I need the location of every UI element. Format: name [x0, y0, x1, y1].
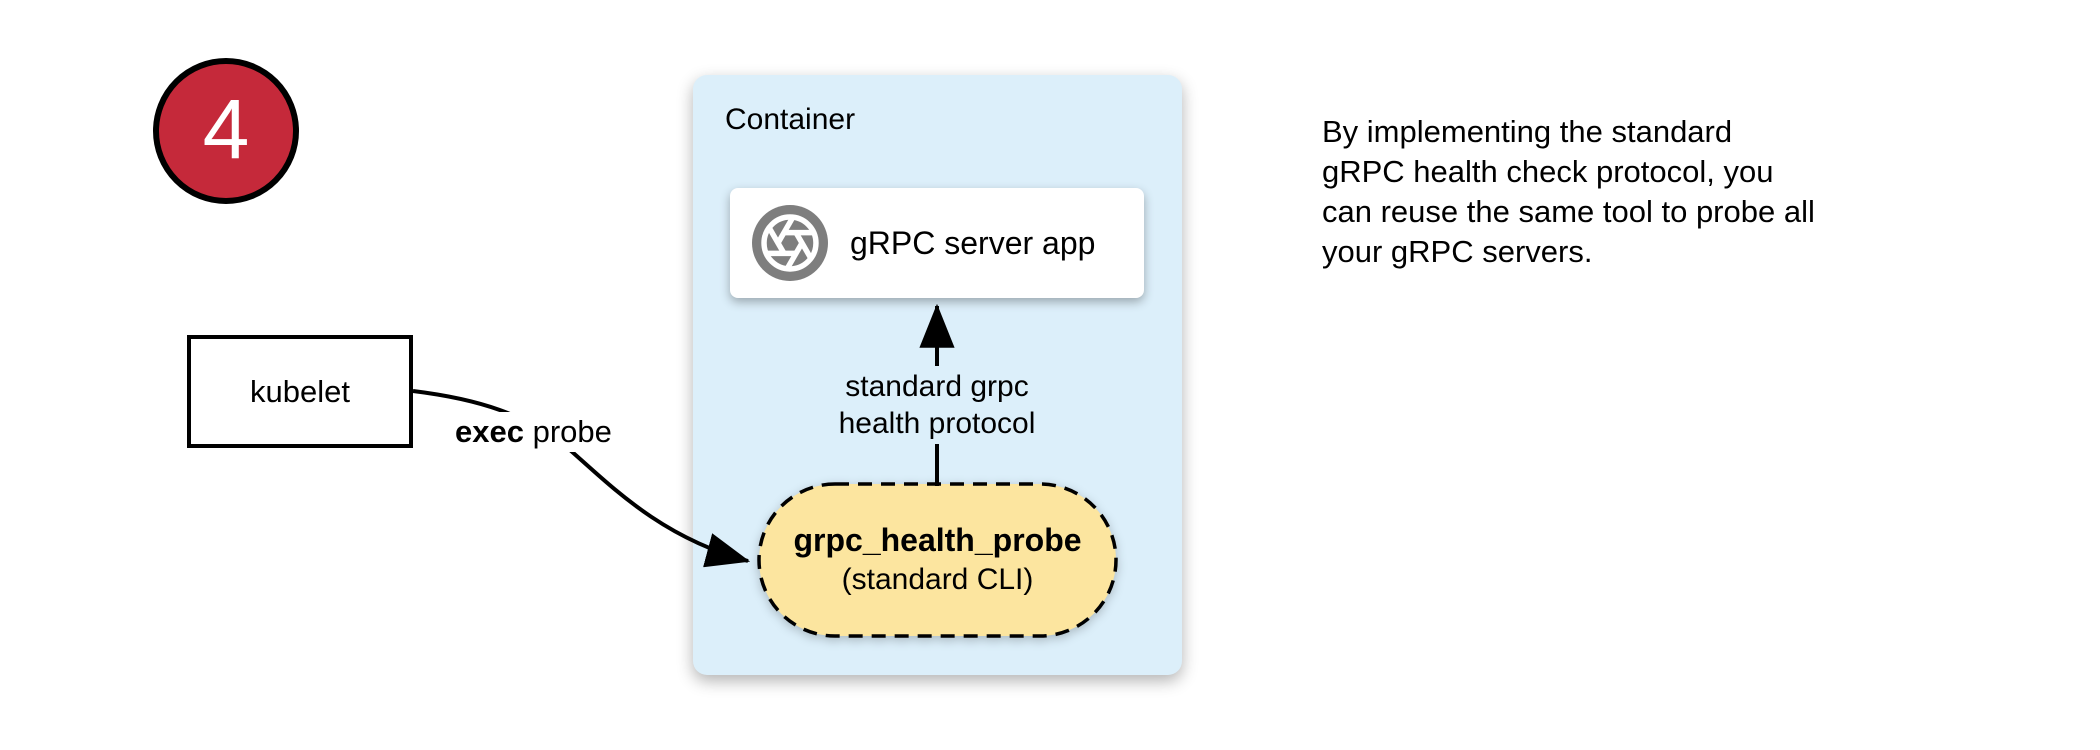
probe-pill-subtitle: (standard CLI)	[841, 563, 1034, 596]
aperture-icon	[752, 205, 828, 281]
exec-probe-label-rest: probe	[523, 414, 612, 449]
grpc-health-probe-pill: grpc_health_probe (standard CLI)	[756, 481, 1119, 639]
container-label: Container	[725, 103, 856, 136]
protocol-label: standard grpc health protocol	[828, 366, 1046, 444]
note-text: By implementing the standard gRPC health…	[1322, 112, 1815, 272]
protocol-label-line2: health protocol	[838, 407, 1036, 440]
step-badge: 4	[153, 58, 299, 204]
note-line: your gRPC servers.	[1322, 234, 1593, 269]
kubelet-label: kubelet	[250, 373, 350, 409]
grpc-server-label: gRPC server app	[850, 224, 1096, 261]
note-line: By implementing the standard	[1322, 114, 1733, 149]
grpc-server-box: gRPC server app	[730, 188, 1144, 298]
protocol-label-line1: standard grpc	[845, 370, 1029, 403]
exec-probe-label-bold: exec	[455, 414, 524, 449]
kubelet-box: kubelet	[187, 335, 413, 448]
note-line: gRPC health check protocol, you	[1322, 154, 1774, 189]
exec-probe-label: exec probe	[447, 412, 620, 452]
step-number: 4	[202, 82, 250, 176]
probe-pill-title: grpc_health_probe	[793, 522, 1082, 558]
note-line: can reuse the same tool to probe all	[1322, 194, 1815, 229]
